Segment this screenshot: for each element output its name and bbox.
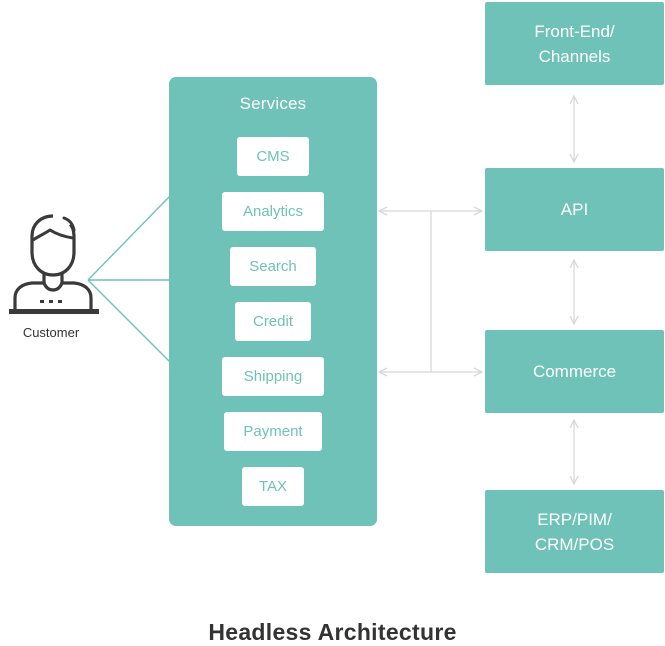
commerce-block: Commerce <box>485 330 664 413</box>
customer-label: Customer <box>22 325 80 340</box>
erp-pim-crm-pos-block: ERP/PIM/ CRM/POS <box>485 490 664 573</box>
service-credit: Credit <box>235 302 311 341</box>
service-search: Search <box>230 247 316 286</box>
services-title: Services <box>239 94 307 113</box>
service-payment: Payment <box>224 412 322 451</box>
services-panel: Services CMS Analytics Search Credit Shi… <box>169 77 377 526</box>
frontend-channels-block: Front-End/ Channels <box>485 2 664 85</box>
service-tax: TAX <box>242 467 304 506</box>
customer-link-lower <box>87 279 171 363</box>
customer-link-upper <box>87 195 171 281</box>
service-analytics: Analytics <box>222 192 324 231</box>
service-shipping: Shipping <box>222 357 324 396</box>
api-block: API <box>485 168 664 251</box>
diagram-caption: Headless Architecture <box>208 619 457 645</box>
service-cms: CMS <box>237 137 309 176</box>
customer-person-icon <box>9 213 99 314</box>
